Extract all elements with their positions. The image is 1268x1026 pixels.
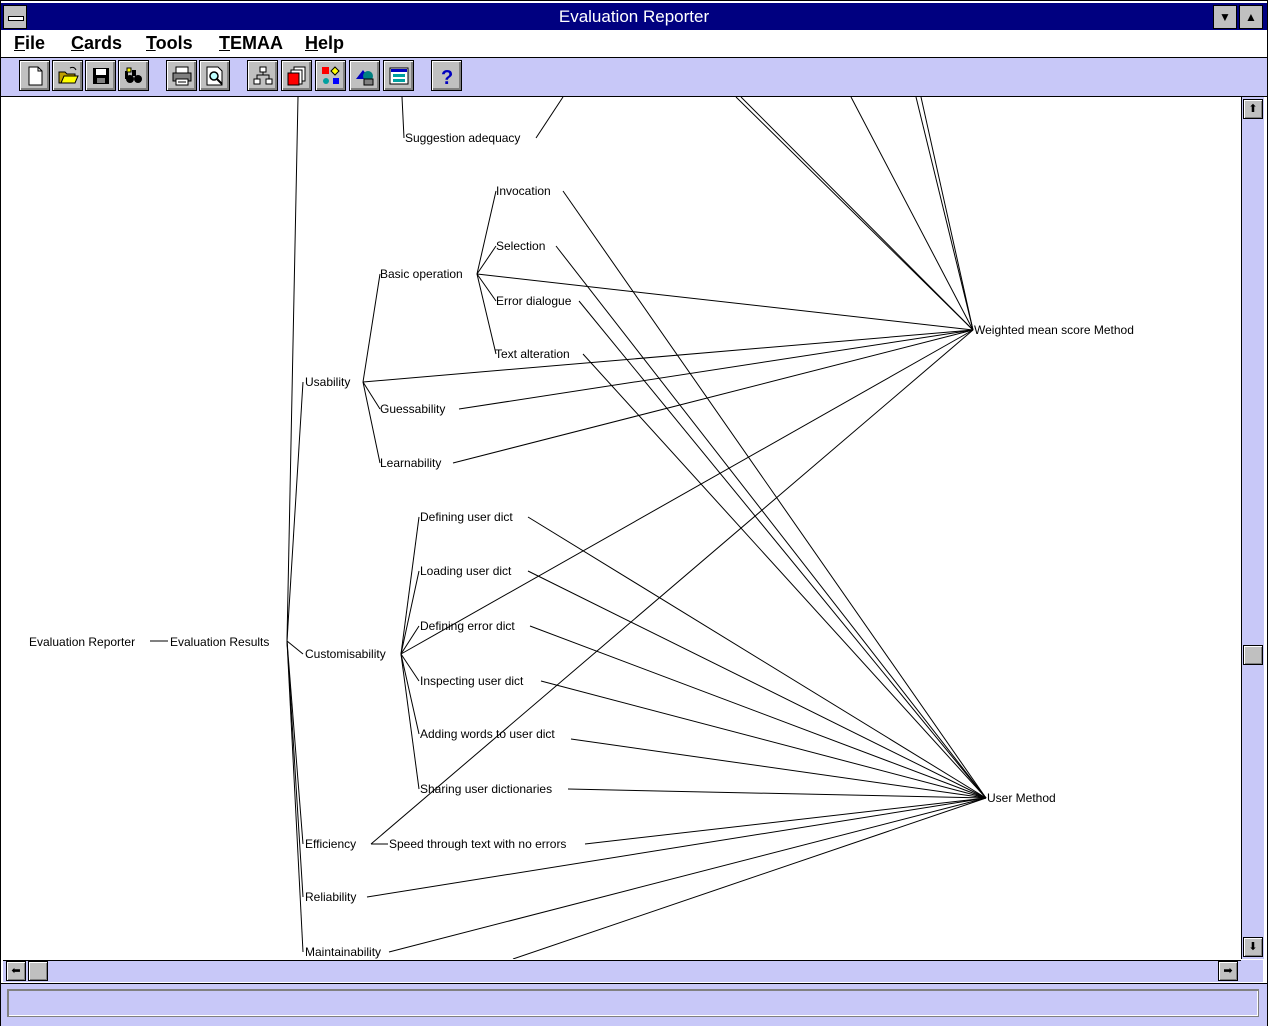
toolbar: ? <box>1 58 1267 97</box>
node-evaluation-results[interactable]: Evaluation Results <box>170 635 269 649</box>
menu-tools[interactable]: Tools <box>146 33 193 53</box>
node-adding-words[interactable]: Adding words to user dict <box>420 727 555 741</box>
method-user[interactable]: User Method <box>987 791 1056 805</box>
node-defining-user-dict[interactable]: Defining user dict <box>420 510 513 524</box>
menu-bar: File Cards Tools TEMAA Help <box>1 31 1267 58</box>
question-mark-icon: ? <box>441 67 453 87</box>
method-connectors <box>362 97 987 959</box>
node-selection[interactable]: Selection <box>496 239 545 253</box>
print-preview-button[interactable] <box>199 60 230 91</box>
system-menu-button[interactable] <box>3 5 27 29</box>
tree-connectors <box>150 97 564 953</box>
node-reliability[interactable]: Reliability <box>305 890 356 904</box>
menu-cards[interactable]: Cards <box>71 33 123 53</box>
node-learnability[interactable]: Learnability <box>380 456 441 470</box>
node-basic-operation[interactable]: Basic operation <box>380 267 463 281</box>
node-loading-user-dict[interactable]: Loading user dict <box>420 564 512 578</box>
node-maintainability[interactable]: Maintainability <box>305 945 381 959</box>
tree-diagram-canvas[interactable]: Evaluation Reporter Evaluation Results S… <box>3 97 1240 959</box>
print-button[interactable] <box>166 60 197 91</box>
status-bar <box>1 983 1267 1026</box>
help-button[interactable]: ? <box>431 60 462 91</box>
node-efficiency[interactable]: Efficiency <box>305 837 356 851</box>
node-error-dialogue[interactable]: Error dialogue <box>496 294 572 308</box>
system-menu-icon <box>8 16 24 21</box>
floppy-disk-icon <box>93 68 109 84</box>
tree-labels: Evaluation Reporter Evaluation Results S… <box>29 131 1134 959</box>
new-document-button[interactable] <box>19 60 50 91</box>
objects-icon <box>356 70 374 86</box>
menu-help[interactable]: Help <box>305 33 345 53</box>
new-document-icon <box>28 66 43 86</box>
node-speed-no-errors[interactable]: Speed through text with no errors <box>389 837 566 851</box>
maximize-button[interactable]: ▲ <box>1239 5 1263 29</box>
scroll-left-button[interactable]: ⬅ <box>6 961 26 981</box>
vertical-scrollbar[interactable]: ⬆ ⬇ <box>1241 97 1264 959</box>
node-root[interactable]: Evaluation Reporter <box>29 635 135 649</box>
print-preview-icon <box>206 66 223 86</box>
minimize-button[interactable]: ▼ <box>1213 5 1237 29</box>
node-inspecting-user-dict[interactable]: Inspecting user dict <box>420 674 524 688</box>
tree-icon <box>253 66 273 85</box>
node-sharing-user-dictionaries[interactable]: Sharing user dictionaries <box>420 782 552 796</box>
scroll-up-button[interactable]: ⬆ <box>1243 99 1263 119</box>
cards-button[interactable] <box>281 60 312 91</box>
node-customisability[interactable]: Customisability <box>305 647 386 661</box>
find-button[interactable] <box>118 60 149 91</box>
title-bar[interactable]: Evaluation Reporter ▼ ▲ <box>1 3 1267 30</box>
scrollbar-corner <box>1241 960 1263 982</box>
layout-icon <box>389 67 409 85</box>
open-folder-button[interactable] <box>52 60 83 91</box>
binoculars-icon <box>125 67 142 83</box>
node-defining-error-dict[interactable]: Defining error dict <box>420 619 515 633</box>
cards-icon <box>287 66 306 86</box>
printer-icon <box>172 66 192 86</box>
layout-button[interactable] <box>383 60 414 91</box>
window-title: Evaluation Reporter <box>558 7 710 26</box>
node-suggestion-adequacy[interactable]: Suggestion adequacy <box>405 131 520 145</box>
node-guessability[interactable]: Guessability <box>380 402 445 416</box>
node-usability[interactable]: Usability <box>305 375 350 389</box>
method-weighted-mean-score[interactable]: Weighted mean score Method <box>974 323 1134 337</box>
objects-button[interactable] <box>349 60 380 91</box>
shapes-icon <box>322 66 340 84</box>
menu-file[interactable]: File <box>14 33 46 53</box>
open-folder-icon <box>58 66 79 84</box>
horizontal-scroll-thumb[interactable] <box>28 961 48 981</box>
shapes-button[interactable] <box>315 60 346 91</box>
evaluation-tree-diagram: Evaluation Reporter Evaluation Results S… <box>29 97 1134 959</box>
tree-view-button[interactable] <box>247 60 278 91</box>
scroll-right-button[interactable]: ➡ <box>1218 961 1238 981</box>
menu-temaa[interactable]: TEMAA <box>219 33 283 53</box>
svg-text:?: ? <box>441 67 453 87</box>
horizontal-scrollbar[interactable]: ⬅ ➡ <box>3 960 1241 982</box>
vertical-scroll-thumb[interactable] <box>1243 645 1263 665</box>
node-invocation[interactable]: Invocation <box>496 184 551 198</box>
save-button[interactable] <box>85 60 116 91</box>
node-text-alteration[interactable]: Text alteration <box>495 347 570 361</box>
scroll-down-button[interactable]: ⬇ <box>1243 937 1263 957</box>
status-field <box>7 989 1259 1017</box>
